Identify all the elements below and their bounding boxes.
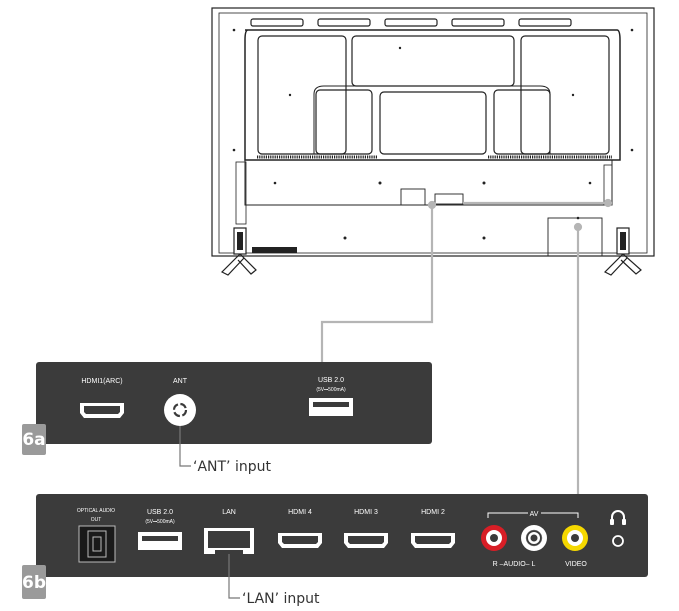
optical-audio-port[interactable]: OPTICAL AUDIO OUT: [77, 508, 116, 563]
optical-label-2: OUT: [91, 517, 102, 523]
usb-rating-6b: (5V⎓500mA): [145, 519, 175, 525]
panel-6a: HDMI1(ARC) ANT USB 2.0 (5V⎓500mA) 6a: [22, 362, 432, 455]
audio-label: R –AUDIO– L: [493, 561, 536, 568]
rca-white-port[interactable]: [521, 525, 547, 551]
usb-port-6b[interactable]: USB 2.0 (5V⎓500mA): [138, 509, 182, 550]
hdmi2-port[interactable]: HDMI 2: [411, 509, 455, 548]
usb-label-6b: USB 2.0: [147, 509, 173, 516]
hdmi-arc-label: HDMI1(ARC): [81, 378, 122, 385]
leader-6a: [320, 205, 434, 362]
usb-port-6a[interactable]: USB 2.0 (5V⎓500mA): [309, 377, 353, 416]
leader-lines: [320, 198, 613, 494]
hdmi3-label: HDMI 3: [354, 509, 378, 516]
headphone-icon: [611, 510, 625, 523]
tag-6b-text: 6b: [22, 573, 46, 593]
ant-port[interactable]: ANT: [164, 378, 196, 426]
optical-label-1: OPTICAL AUDIO: [77, 508, 115, 514]
usb-rating-6a: (5V⎓500mA): [316, 387, 346, 393]
lan-callout: ‘LAN’ input: [228, 554, 320, 607]
rca-yellow-port[interactable]: [562, 525, 588, 551]
tv-stand-left: [220, 227, 257, 276]
panel-6b-tag: 6b: [22, 565, 46, 599]
ant-callout-text: ‘ANT’ input: [193, 459, 271, 475]
tv-back-illustration: [211, 7, 655, 276]
hdmi3-port[interactable]: HDMI 3: [344, 509, 388, 548]
av-label: AV: [530, 511, 539, 518]
lan-label: LAN: [222, 509, 236, 516]
usb-label-6a: USB 2.0: [318, 377, 344, 384]
av-group: AV R –AUDIO– L VIDEO: [481, 511, 588, 568]
panel-6a-tag: 6a: [22, 424, 46, 455]
lan-callout-text: ‘LAN’ input: [242, 591, 320, 607]
hdmi-arc-port[interactable]: HDMI1(ARC): [80, 378, 124, 418]
ant-callout: ‘ANT’ input: [179, 426, 271, 475]
ant-label: ANT: [173, 378, 188, 385]
hdmi4-label: HDMI 4: [288, 509, 312, 516]
tag-6a-text: 6a: [22, 430, 45, 450]
hdmi4-port[interactable]: HDMI 4: [278, 509, 322, 548]
lan-port[interactable]: LAN: [204, 509, 254, 554]
rca-red-port[interactable]: [481, 525, 507, 551]
tv-stand-right: [603, 227, 642, 276]
headphone-jack[interactable]: [610, 510, 626, 547]
panel-6b: OPTICAL AUDIO OUT USB 2.0 (5V⎓500mA) LAN…: [22, 494, 648, 599]
video-label: VIDEO: [565, 561, 587, 568]
hdmi2-label: HDMI 2: [421, 509, 445, 516]
